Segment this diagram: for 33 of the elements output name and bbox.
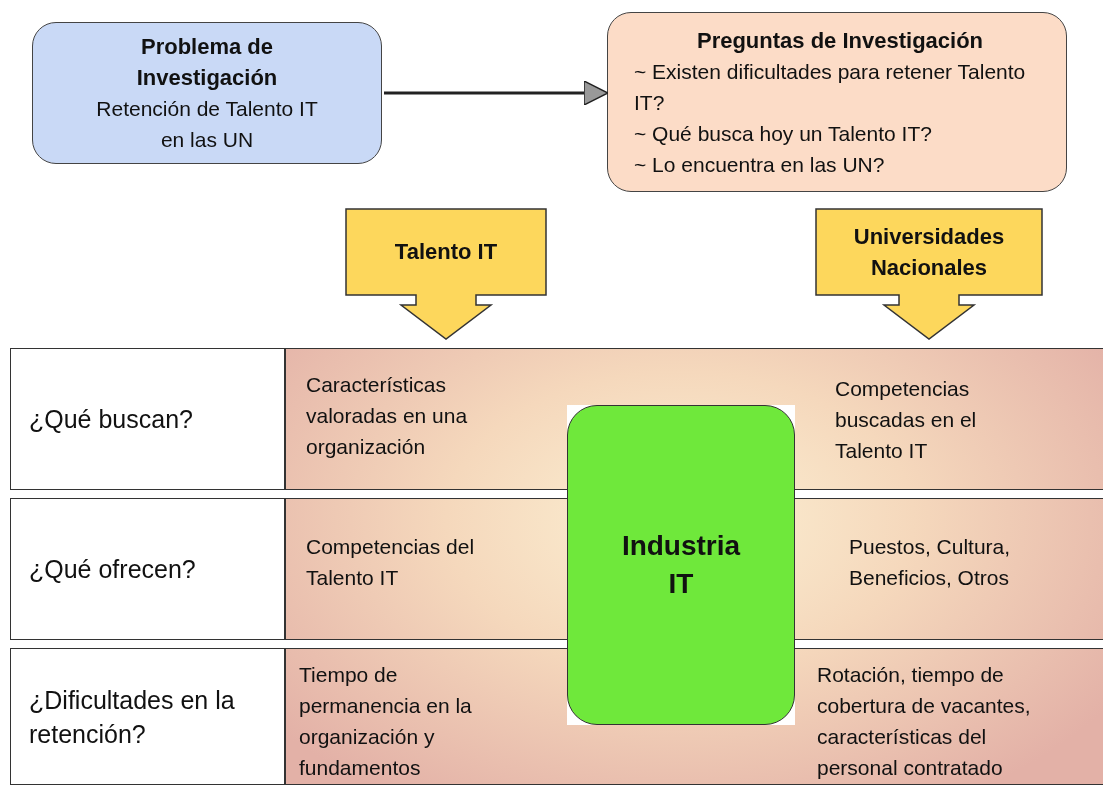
cell-text: Características valoradas en una organización bbox=[306, 372, 469, 460]
callout-label: Universidades Nacionales bbox=[852, 222, 1006, 282]
table-cell bbox=[10, 498, 285, 640]
question-text: ~ Existen dificultades para retener Talento IT? bbox=[634, 59, 1026, 116]
callout-label: Talento IT bbox=[393, 238, 499, 266]
cell-text: Competencias buscadas en el Talento IT bbox=[835, 376, 978, 464]
table-cell bbox=[10, 348, 285, 490]
box-title: Industria IT bbox=[620, 529, 742, 601]
row-heading: ¿Dificultades en la retención? bbox=[29, 684, 236, 750]
gradient-cell bbox=[285, 498, 567, 640]
question-text: ~ Lo encuentra en las UN? bbox=[634, 152, 886, 178]
box-text: Retención de Talento IT en las UN bbox=[95, 96, 319, 153]
question-text: ~ Qué busca hoy un Talento IT? bbox=[634, 121, 933, 147]
arrow bbox=[384, 80, 609, 106]
box-title: Preguntas de Investigación bbox=[695, 27, 985, 55]
gradient-cell bbox=[285, 348, 567, 490]
row-heading: ¿Qué buscan? bbox=[29, 404, 193, 435]
cell-text: Puestos, Cultura, Beneficios, Otros bbox=[849, 534, 1012, 591]
down-arrow-callout bbox=[345, 208, 547, 340]
cell-text: Competencias del Talento IT bbox=[306, 534, 476, 591]
box-title: Problema de Investigación bbox=[135, 33, 279, 92]
cell-text: Rotación, tiempo de cobertura de vacantes, características del personal contratado bbox=[817, 662, 1032, 781]
rounded-box bbox=[32, 22, 382, 164]
row-heading: ¿Qué ofrecen? bbox=[29, 554, 196, 585]
gradient-cell bbox=[795, 498, 1103, 640]
gradient-cell bbox=[795, 348, 1103, 490]
gradient-cell bbox=[795, 648, 1103, 785]
table-cell bbox=[10, 648, 285, 785]
down-arrow-callout bbox=[815, 208, 1043, 340]
rounded-box bbox=[607, 12, 1067, 192]
cell-text: Tiempo de permanencia en la organización y fundamentos bbox=[299, 662, 473, 781]
rounded-box bbox=[567, 405, 795, 725]
gradient-cell bbox=[285, 648, 567, 785]
